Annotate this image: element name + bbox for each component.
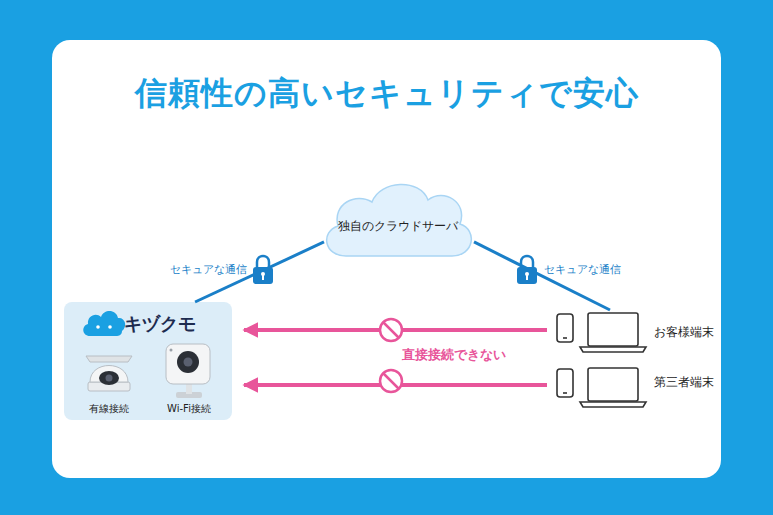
edge-label: セキュアな通信 bbox=[544, 262, 621, 277]
cloud-server: 独自のクラウドサーバ bbox=[318, 178, 480, 260]
title: 信頼性の高いセキュリティで安心 bbox=[0, 72, 773, 116]
node-label: お客様端末 bbox=[654, 324, 714, 341]
prohibition-sign bbox=[380, 370, 402, 392]
lock-icon bbox=[517, 256, 537, 284]
logo-icon bbox=[83, 311, 125, 336]
cube-camera bbox=[166, 344, 210, 398]
node-label: 第三者端末 bbox=[654, 374, 714, 391]
device-group: 第三者端末 bbox=[553, 365, 718, 409]
node-label: キヅクモ bbox=[124, 312, 196, 336]
node-label: Wi-Fi接続 bbox=[150, 402, 228, 416]
device-group: お客様端末 bbox=[553, 310, 718, 354]
camera-panel bbox=[64, 302, 232, 420]
lock-icon bbox=[253, 256, 273, 284]
camera-group: キヅクモ有線接続Wi-Fi接続 bbox=[64, 302, 232, 420]
node-label: 独自のクラウドサーバ bbox=[318, 218, 478, 235]
node-label: 有線接続 bbox=[70, 402, 148, 416]
prohibition-sign bbox=[380, 319, 402, 341]
camera-tile: 有線接続 bbox=[70, 340, 150, 418]
edge-label: セキュアな通信 bbox=[170, 262, 247, 277]
device-icons bbox=[557, 368, 646, 407]
camera-tile: Wi-Fi接続 bbox=[150, 340, 230, 418]
note-label: 直接接続できない bbox=[402, 346, 506, 364]
device-icons bbox=[557, 313, 646, 352]
dome-camera bbox=[86, 356, 132, 391]
